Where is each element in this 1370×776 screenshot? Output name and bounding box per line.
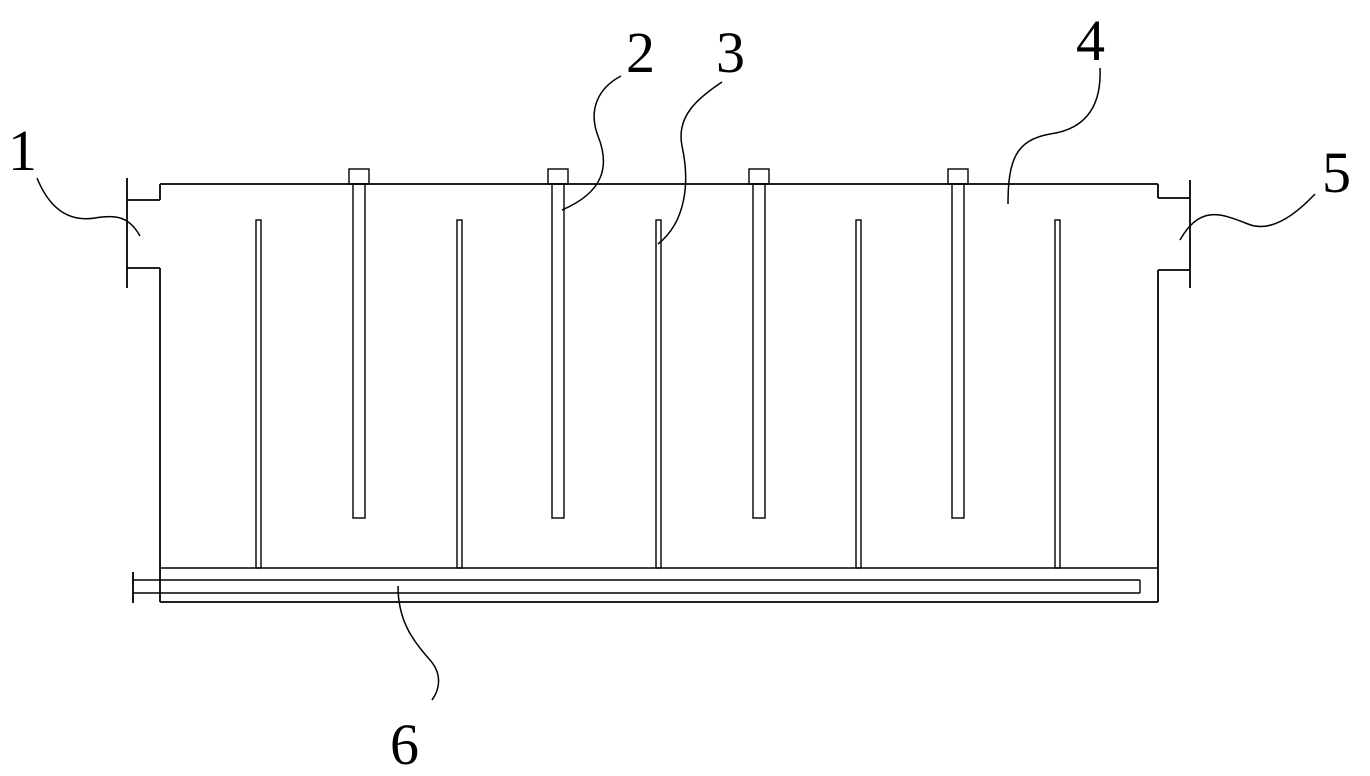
- electrode-rod: [748, 168, 770, 519]
- baffle-plate: [255, 219, 262, 569]
- callout-1: 1: [8, 118, 37, 183]
- leader-line-2: [561, 75, 622, 211]
- callout-4: 4: [1076, 8, 1105, 73]
- leader-line-6: [397, 585, 440, 701]
- outlet-pipe: [1158, 180, 1191, 288]
- baffle-plate: [855, 219, 862, 569]
- electrode-rod: [547, 168, 569, 519]
- callout-2: 2: [626, 20, 655, 85]
- baffle-plate: [655, 219, 662, 569]
- callout-6: 6: [390, 712, 419, 776]
- callout-5: 5: [1322, 140, 1351, 205]
- electrode-rods: [348, 168, 969, 519]
- leader-line-1: [36, 177, 141, 237]
- electrode-rod: [348, 168, 370, 519]
- electrode-rod: [947, 168, 969, 519]
- baffle-plate: [456, 219, 463, 569]
- inlet-pipe: [126, 178, 160, 288]
- leader-lines: [36, 67, 1316, 701]
- callout-3: 3: [716, 20, 745, 85]
- tank-body: [159, 183, 1159, 603]
- baffle-plate: [1054, 219, 1061, 569]
- leader-line-3: [657, 81, 723, 245]
- baffle-plates: [255, 219, 1061, 569]
- bottom-pipe: [132, 572, 1141, 603]
- callout-labels: 1 2 3 4 5 6: [8, 8, 1351, 776]
- leader-line-5: [1179, 193, 1316, 241]
- leader-line-4: [1007, 67, 1101, 205]
